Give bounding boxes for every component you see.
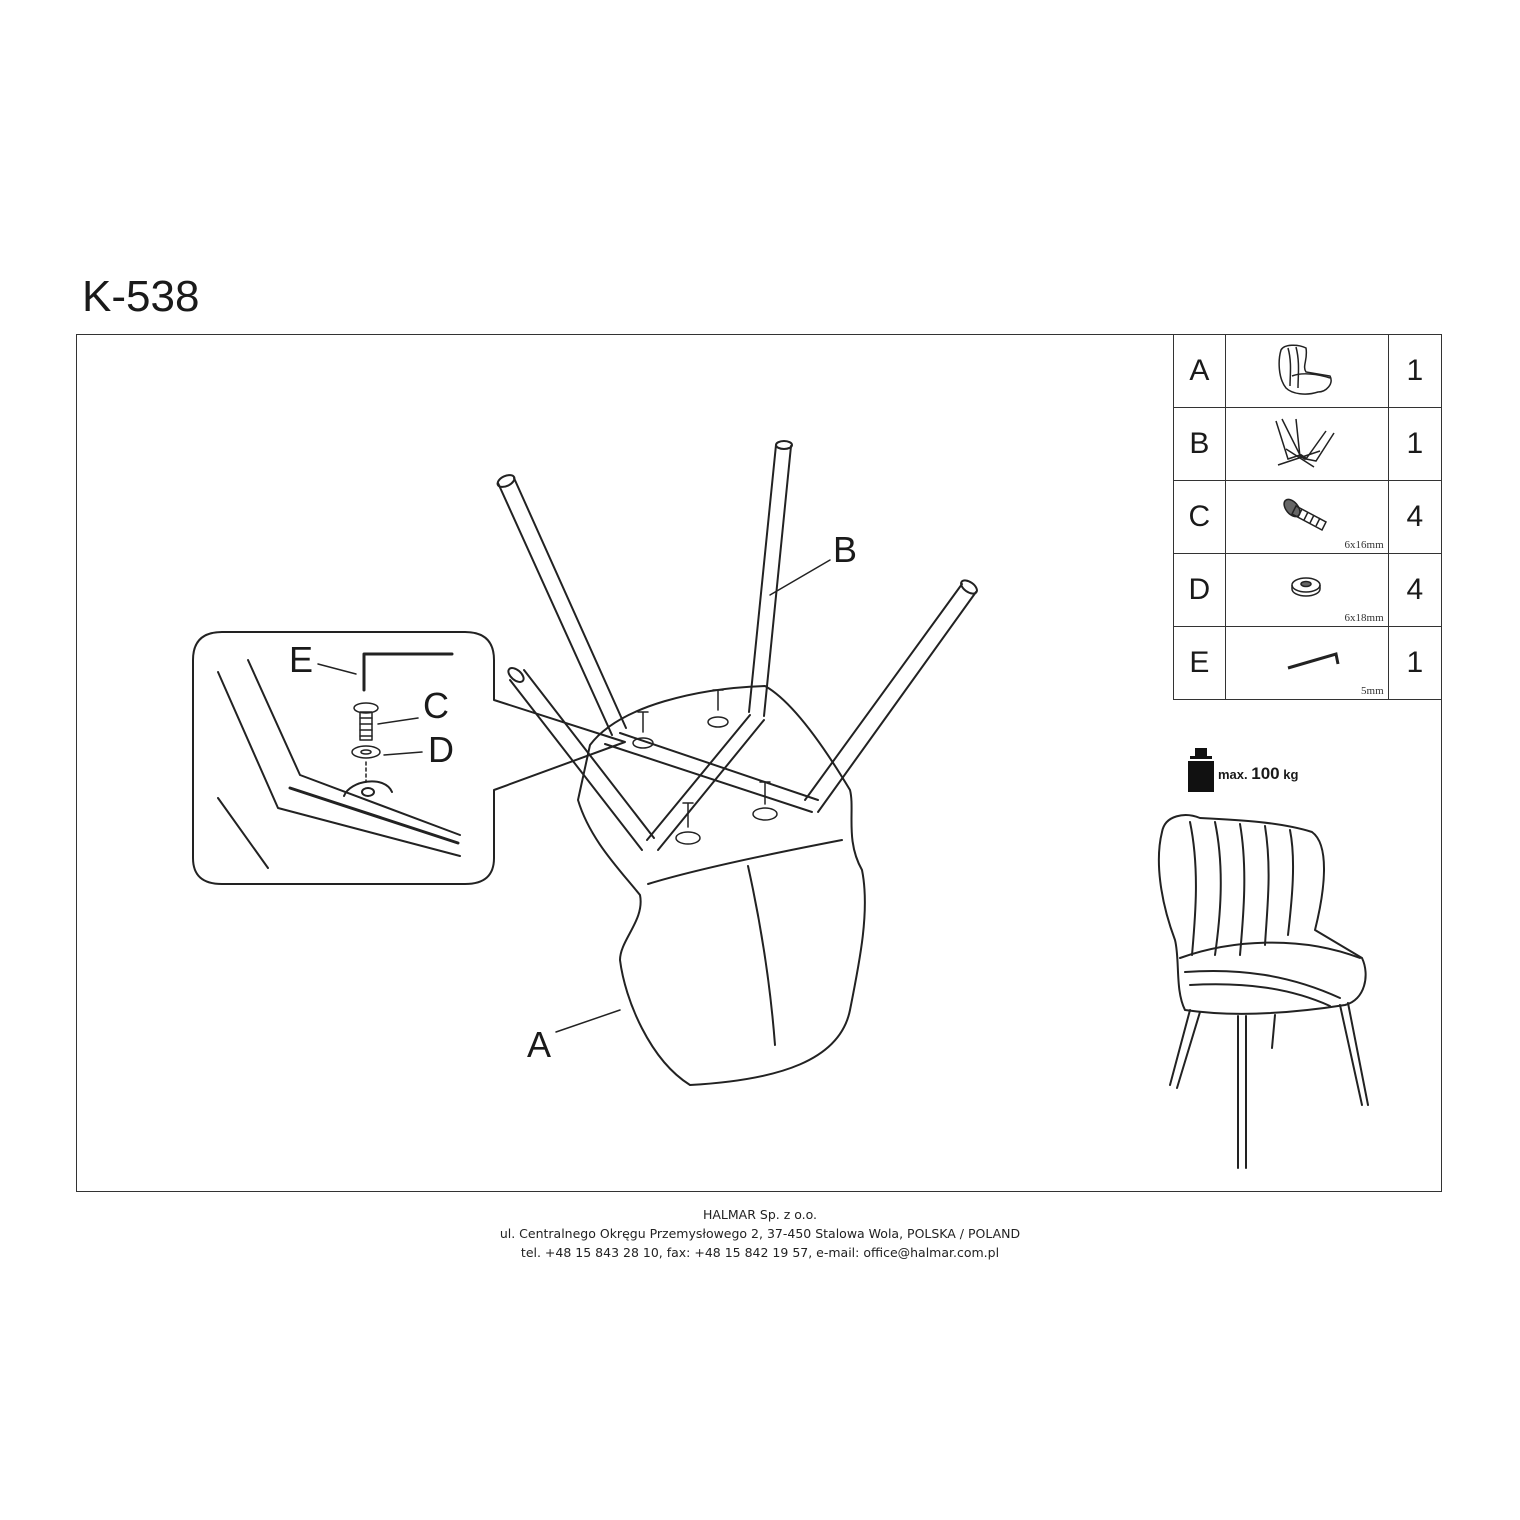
max-load-unit: kg (1283, 767, 1299, 782)
parts-row-d: D 6x18mm 4 (1173, 553, 1443, 627)
part-quantity: 1 (1387, 334, 1443, 408)
footer-address: ul. Centralnego Okręgu Przemysłowego 2, … (499, 1226, 1021, 1241)
detail-washer-icon (351, 745, 423, 783)
max-load-value: 100 (1251, 764, 1280, 783)
callout-b: B (833, 529, 858, 570)
weight-icon (1188, 748, 1214, 792)
part-letter: B (1173, 407, 1226, 481)
callout-a: A (527, 1024, 552, 1065)
part-quantity: 1 (1387, 626, 1443, 700)
part-dimension: 6x18mm (1344, 612, 1384, 624)
mounting-points (632, 689, 778, 845)
diagram-frame (76, 334, 1442, 1192)
max-load-label: max. 100 kg (1218, 764, 1298, 784)
washer-icon (1290, 577, 1321, 597)
parts-list-table: A 1 B 1 C (1173, 334, 1443, 700)
max-load-prefix: max. (1218, 767, 1248, 782)
part-dimension: 5mm (1361, 685, 1384, 697)
part-quantity: 4 (1387, 480, 1443, 554)
parts-row-e: E 5mm 1 (1173, 626, 1443, 700)
leg-frame-illustration (496, 440, 978, 851)
part-quantity: 1 (1387, 407, 1443, 481)
part-image (1224, 334, 1389, 408)
callout-e: E (289, 639, 314, 680)
parts-row-b: B 1 (1173, 407, 1443, 481)
parts-row-a: A 1 (1173, 334, 1443, 408)
part-image (1224, 407, 1389, 481)
part-letter: E (1173, 626, 1226, 700)
callout-c: C (423, 685, 449, 726)
part-quantity: 4 (1387, 553, 1443, 627)
assembled-chair-illustration (1157, 814, 1369, 1169)
part-image: 6x18mm (1224, 553, 1389, 627)
page-title: K-538 (82, 272, 200, 321)
seat-icon (1278, 344, 1332, 395)
detail-allen-key-icon (317, 652, 454, 692)
leg-frame-icon (1274, 418, 1335, 468)
parts-row-c: C 6x16mm 4 (1173, 480, 1443, 554)
callout-d: D (428, 729, 454, 770)
footer: HALMAR Sp. z o.o. ul. Centralnego Okręgu… (0, 1205, 1520, 1262)
part-letter: D (1173, 553, 1226, 627)
bolt-icon (1282, 498, 1327, 532)
part-image: 6x16mm (1224, 480, 1389, 554)
part-letter: A (1173, 334, 1226, 408)
detail-bolt-icon (353, 702, 419, 741)
allen-key-icon (1287, 652, 1340, 670)
part-image: 5mm (1224, 626, 1389, 700)
footer-contact: tel. +48 15 843 28 10, fax: +48 15 842 1… (520, 1245, 1000, 1260)
detail-zoom-bubble (192, 631, 626, 885)
part-letter: C (1173, 480, 1226, 554)
part-dimension: 6x16mm (1344, 539, 1384, 551)
footer-company: HALMAR Sp. z o.o. (702, 1207, 818, 1222)
seat-upside-down-illustration (577, 685, 866, 1086)
